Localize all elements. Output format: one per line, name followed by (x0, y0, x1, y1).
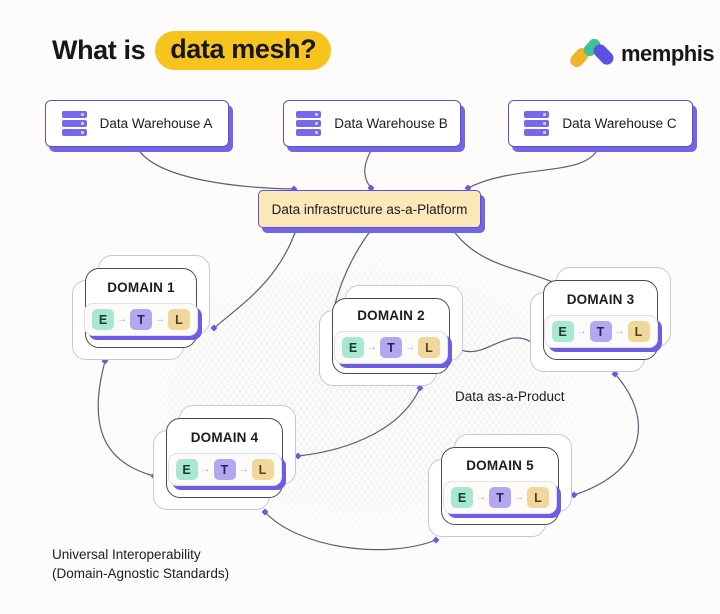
server-stack-icon (296, 110, 322, 138)
warehouse-label: Data Warehouse A (99, 116, 213, 131)
domain-title: DOMAIN 1 (107, 280, 175, 295)
warehouse-card-a: Data Warehouse A (45, 100, 229, 147)
warehouse-label: Data Warehouse C (562, 116, 677, 131)
domain-card: DOMAIN 2 E → T → L (332, 298, 450, 374)
arrow-right-icon: → (576, 325, 587, 337)
domain-title: DOMAIN 2 (357, 308, 425, 323)
domain-title: DOMAIN 3 (566, 292, 635, 307)
interop-line-1: Universal Interoperability (52, 547, 201, 562)
connector-warehouse-b-platform (364, 145, 376, 192)
arrow-right-icon: → (476, 491, 486, 503)
memphis-logo: memphis (567, 36, 715, 70)
domain-1-card-stack: DOMAIN 1 E → T → L (72, 255, 210, 360)
etl-chip-extract: E (551, 321, 574, 342)
logo-brand-text: memphis (621, 41, 715, 66)
domain-title: DOMAIN 5 (466, 458, 534, 473)
server-stack-icon (61, 110, 87, 138)
etl-chip-load: L (527, 487, 549, 508)
etl-pipeline: E → T → L (543, 315, 658, 348)
etl-chip-load: L (627, 321, 650, 342)
warehouse-card-c: Data Warehouse C (508, 100, 693, 147)
domain-card: DOMAIN 1 E → T → L (84, 268, 198, 348)
domain-card: DOMAIN 3 E → T → L (543, 280, 658, 360)
arrow-right-icon: → (405, 341, 415, 353)
data-as-a-product-label: Data as-a-Product (455, 389, 565, 404)
arrow-right-icon: → (614, 325, 625, 337)
arrow-right-icon: → (155, 313, 165, 325)
title-highlight-pill: data mesh? (155, 31, 332, 70)
connector-warehouse-a-platform (134, 145, 298, 193)
domain-4-card-stack: DOMAIN 4 E → T → L (153, 405, 296, 510)
arrow-right-icon: → (117, 313, 127, 325)
domain-2-card-stack: DOMAIN 2 E → T → L (319, 285, 463, 386)
arrow-right-icon: → (367, 341, 377, 353)
warehouse-label: Data Warehouse B (334, 116, 448, 131)
etl-chip-extract: E (92, 309, 114, 330)
arrow-right-icon: → (514, 491, 524, 503)
etl-chip-transform: T (489, 487, 511, 508)
arrow-right-icon: → (200, 463, 211, 475)
etl-chip-load: L (251, 459, 274, 480)
domain-5-card-stack: DOMAIN 5 E → T → L (428, 434, 572, 537)
arrow-right-icon: → (238, 463, 249, 475)
etl-pipeline: E → T → L (334, 331, 448, 364)
etl-chip-load: L (168, 309, 190, 330)
etl-pipeline: E → T → L (443, 481, 557, 514)
etl-chip-transform: T (130, 309, 152, 330)
domain-card: DOMAIN 4 E → T → L (166, 418, 283, 498)
etl-chip-extract: E (175, 459, 198, 480)
etl-chip-transform: T (589, 321, 612, 342)
etl-chip-extract: E (451, 487, 473, 508)
etl-pipeline: E → T → L (167, 453, 282, 486)
domain-card: DOMAIN 5 E → T → L (441, 447, 559, 525)
etl-chip-transform: T (213, 459, 236, 480)
etl-chip-transform: T (380, 337, 402, 358)
etl-chip-extract: E (342, 337, 364, 358)
title-prefix: What is (52, 35, 146, 65)
logo-pill-purple (590, 41, 617, 68)
memphis-three-pills-icon (567, 36, 617, 70)
server-stack-icon (524, 110, 550, 138)
platform-label: Data infrastructure as-a-Platform (271, 201, 468, 217)
etl-chip-load: L (418, 337, 440, 358)
interop-line-2: (Domain-Agnostic Standards) (52, 565, 230, 581)
domain-3-card-stack: DOMAIN 3 E → T → L (530, 267, 671, 372)
connector-warehouse-c-platform (464, 145, 602, 192)
warehouse-card-b: Data Warehouse B (283, 100, 461, 147)
domain-title: DOMAIN 4 (190, 430, 259, 445)
etl-pipeline: E → T → L (84, 303, 198, 336)
platform-card: Data infrastructure as-a-Platform (258, 190, 481, 228)
universal-interoperability-label: Universal Interoperability (Domain-Agnos… (52, 546, 229, 584)
page-title: What is data mesh? (52, 31, 332, 70)
